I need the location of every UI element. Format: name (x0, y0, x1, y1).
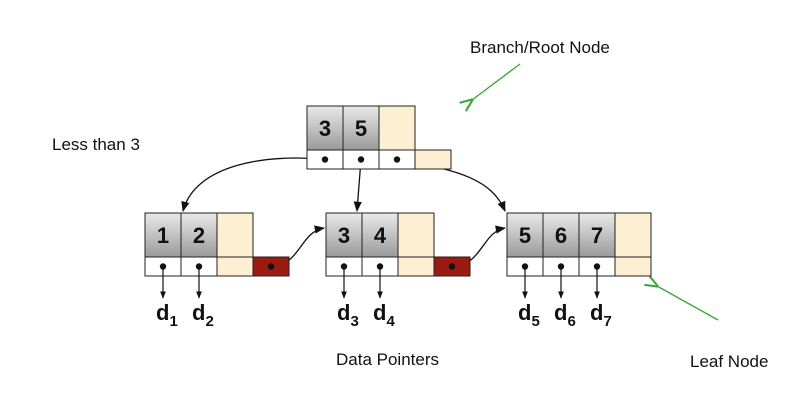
data-pointer-layer: d1 d2 d3 d4 d5 d6 d7 (156, 266, 612, 330)
pointer-dot (357, 156, 365, 163)
data-pointers-label: Data Pointers (336, 350, 439, 369)
pointer-dot (321, 156, 329, 163)
empty-key-cell (614, 212, 652, 258)
data-pointer-label: d5 (518, 300, 540, 330)
empty-pointer-cell (614, 256, 652, 277)
less-than-label: Less than 3 (52, 135, 140, 154)
edge-root-to-leaf-1 (181, 157, 326, 213)
data-pointer-label: d1 (156, 300, 178, 330)
empty-key-cell (397, 212, 435, 258)
leaf-node-label: Leaf Node (690, 352, 769, 371)
pointer-dot (393, 156, 401, 163)
empty-pointer-cell (216, 256, 254, 277)
key-label: 6 (555, 223, 567, 248)
key-cell (306, 105, 344, 151)
data-pointer-label: d4 (373, 300, 395, 330)
key-label: 3 (338, 223, 350, 248)
empty-pointer-cell (397, 256, 435, 277)
sibling-pointer-dot (448, 263, 456, 270)
branch-root-node-label: Branch/Root Node (470, 38, 610, 57)
sibling-pointer-dot (267, 263, 275, 270)
empty-pointer-cell (414, 149, 452, 170)
key-label: 1 (157, 223, 169, 248)
key-cell (578, 212, 616, 258)
data-pointer-label: d7 (590, 300, 612, 330)
data-pointer-label: d6 (554, 300, 576, 330)
key-cell (144, 212, 182, 258)
key-label: 7 (591, 223, 603, 248)
key-label: 5 (355, 116, 367, 141)
key-label: 2 (193, 223, 205, 248)
key-label: 5 (519, 223, 531, 248)
empty-key-cell (216, 212, 254, 258)
data-pointer-label: d3 (337, 300, 359, 330)
key-cell (506, 212, 544, 258)
edge-layer (181, 63, 719, 321)
empty-key-cell (378, 105, 416, 151)
data-pointer-label: d2 (192, 300, 214, 330)
key-label: 3 (319, 116, 331, 141)
branch-root-annotation-arrow (472, 63, 521, 100)
leaf-annotation-arrow (657, 286, 719, 321)
key-cell (542, 212, 580, 258)
key-label: 4 (374, 223, 387, 248)
